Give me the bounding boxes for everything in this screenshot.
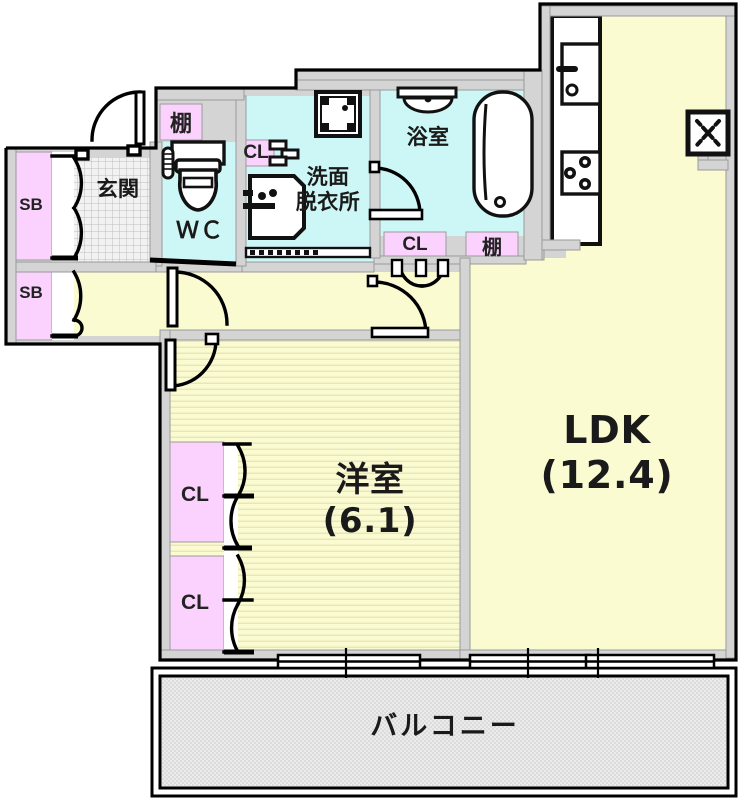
bath-vanity-icon <box>396 86 458 114</box>
storage-tag-sb-lower: SB <box>10 278 52 308</box>
room-label-bath: 浴室 <box>390 126 466 149</box>
room-label-bedroom: 洋室 (6.1) <box>290 462 450 539</box>
tana-hall-label: 棚 <box>482 234 502 259</box>
room-label-toilet: ＷＣ <box>166 218 234 243</box>
washroom-name2: 脱衣所 <box>295 189 361 214</box>
storage-tag-sb-upper: SB <box>10 190 52 220</box>
bedroom-area: (6.1) <box>322 500 418 541</box>
storage-tag-cl-bedroom-upper: CL <box>166 480 224 510</box>
room-label-entrance: 玄関 <box>92 177 144 202</box>
vanity-basin-icon <box>243 174 306 240</box>
bathtub-icon <box>472 90 534 218</box>
storage-tag-tana-hall: 棚 <box>466 232 518 259</box>
sb-lower-label: SB <box>19 283 43 302</box>
storage-tag-cl-bedroom-lower: CL <box>166 588 224 618</box>
sb-upper-label: SB <box>19 195 43 214</box>
kitchen-sink-icon <box>556 42 602 106</box>
washing-machine-icon <box>314 90 362 138</box>
toilet-name: ＷＣ <box>176 217 224 243</box>
balcony-name: バルコニー <box>370 711 520 742</box>
ldk-name: LDK <box>563 408 651 452</box>
cl-bedroom-up-label: CL <box>181 483 209 506</box>
tana-wc-label: 棚 <box>169 112 192 137</box>
toilet-icon <box>161 140 226 212</box>
cl-bedroom-low-label: CL <box>181 591 209 614</box>
storage-tag-tana-wc: 棚 <box>160 104 202 140</box>
cl-hall-label: CL <box>402 234 428 255</box>
storage-tag-cl-hall: CL <box>384 232 446 258</box>
room-label-balcony: バルコニー <box>330 712 560 741</box>
washroom-name: 洗面 <box>306 165 350 189</box>
storage-tag-cl-washroom: CL <box>238 140 274 166</box>
bedroom-name: 洋室 <box>335 460 405 500</box>
cl-washroom-label: CL <box>243 142 269 163</box>
bath-name: 浴室 <box>406 125 450 149</box>
balcony-shape <box>150 666 738 798</box>
room-label-washroom: 洗面 脱衣所 <box>288 166 368 213</box>
ceiling-vent-icon <box>685 109 731 157</box>
room-label-ldk: LDK (12.4) <box>512 408 702 498</box>
shelf-icon <box>268 139 300 167</box>
entrance-name: 玄関 <box>96 177 140 201</box>
ldk-area: (12.4) <box>540 453 674 498</box>
gas-stove-icon <box>560 150 602 196</box>
